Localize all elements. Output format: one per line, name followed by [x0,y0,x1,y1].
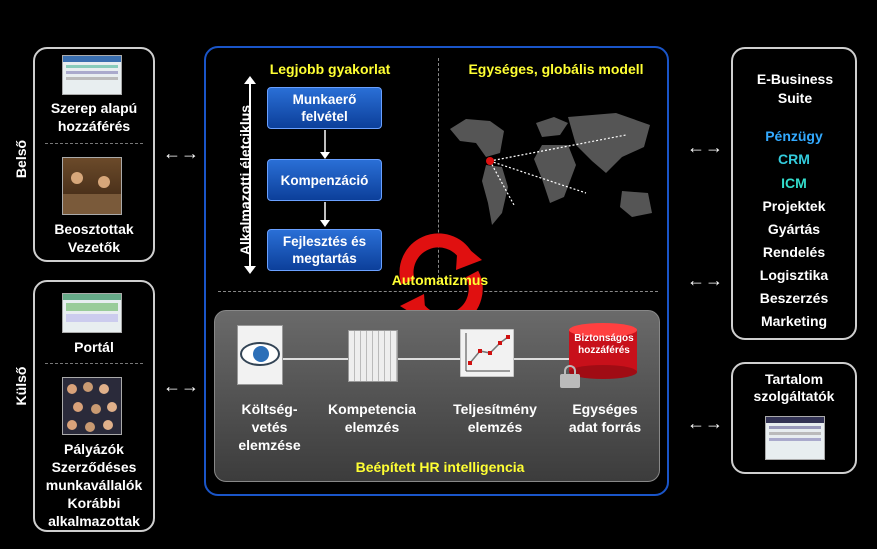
module-orders: Rendelés [762,244,826,260]
bidirectional-arrow-icon: ←→ [687,270,723,290]
internal-label: Belső [13,139,29,179]
external-label: Külső [13,366,29,406]
lifecycle-arrow-icon [249,80,251,270]
bidirectional-arrow-icon: ←→ [687,413,723,433]
content-providers-label: Tartalom szolgáltatók [753,371,835,404]
hr-intelligence-label: Beépített HR intelligencia [355,459,525,475]
automation-label: Automatizmus [391,272,489,288]
module-manufacturing: Gyártás [767,221,821,237]
center-vertical-divider [438,58,439,283]
bidirectional-arrow-icon: ←→ [163,143,199,163]
module-crm: CRM [778,151,810,167]
ebusiness-suite-title: E-Business Suite [756,71,834,106]
spreadsheet-icon [348,330,398,382]
step-connector-arrows [320,130,330,227]
applicants-photo [62,377,122,435]
unified-data-source-label: Egységes adat forrás [568,401,642,435]
role-access-label: Szerep alapú hozzáférés [50,100,138,134]
best-practice-heading: Legjobb gyakorlat [269,61,391,77]
bidirectional-arrow-icon: ←→ [687,137,723,157]
performance-analysis-label: Teljesítmény elemzés [453,401,537,435]
lifecycle-label: Alkalmazotti életciklus [237,104,253,256]
budget-analysis-label: Költség- vetés elemzése [238,401,301,453]
module-icm: ICM [781,175,807,191]
module-logistics: Logisztika [759,267,829,283]
center-horizontal-divider [218,291,658,292]
applicants-line-5: alkalmazottak [48,513,140,529]
budget-document-eye-icon [237,325,283,385]
step-development: Fejlesztés és megtartás [267,229,382,271]
lifecycle-arrow-top-icon [244,76,256,84]
applicants-line-1: Pályázók [64,441,124,457]
world-map-icon [450,113,652,225]
analytics-connector-line [280,358,590,360]
portal-label: Portál [74,339,114,355]
step-recruitment: Munkaerő felvétel [267,87,382,129]
managers-photo [62,157,122,215]
step-compensation: Kompenzáció [267,159,382,201]
applicants-line-4: Korábbi [67,495,121,511]
applicants-line-2: Szerződéses [51,459,137,475]
portal-screenshot [62,293,122,333]
applicants-line-3: munkavállalók [45,477,143,493]
module-marketing: Marketing [760,313,828,329]
module-finance: Pénzügy [765,128,823,144]
central-platform-panel [204,46,669,496]
module-procurement: Beszerzés [759,290,829,306]
competency-analysis-label: Kompetencia elemzés [328,401,416,435]
subordinates-label: Beosztottak Vezetők [54,221,134,255]
ebusiness-suite-panel [731,47,857,340]
secure-database-icon [569,323,637,379]
module-projects: Projektek [762,198,826,214]
secure-access-label: Biztonságos hozzáférés [574,333,634,356]
lock-icon [560,365,580,388]
internal-panel-divider [45,143,143,144]
bidirectional-arrow-icon: ←→ [163,376,199,396]
performance-chart-icon [460,329,514,377]
role-access-screenshot [62,55,122,95]
external-panel-divider [45,363,143,364]
lifecycle-arrow-bottom-icon [244,266,256,274]
content-provider-screenshot [765,416,825,460]
global-model-heading: Egységes, globális modell [468,61,644,77]
